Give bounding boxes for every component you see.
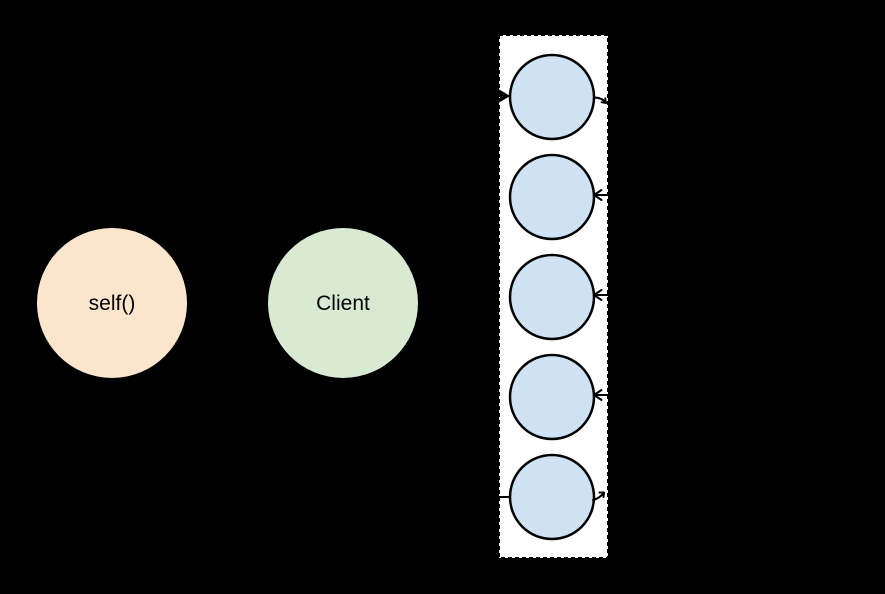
worker-node-2 xyxy=(508,153,596,241)
worker-node-4 xyxy=(508,353,596,441)
worker-1-right-fragment xyxy=(593,96,607,104)
arrow-into-worker-3-right xyxy=(593,289,610,301)
arrow-into-worker-4-right xyxy=(593,389,610,401)
connector-fragments xyxy=(491,89,610,501)
client-node-label: Client xyxy=(316,292,370,315)
worker-5-right-fragment xyxy=(592,491,605,501)
worker-node-1 xyxy=(508,53,596,141)
arrowhead-worker-1-left xyxy=(498,89,510,103)
client-node xyxy=(268,228,418,378)
arrow-into-worker-2-right xyxy=(593,189,610,201)
self-node xyxy=(37,228,187,378)
worker-node-5 xyxy=(508,453,596,541)
worker-node-3 xyxy=(508,253,596,341)
self-node-label: self() xyxy=(89,292,136,315)
worker-nodes xyxy=(508,53,596,541)
